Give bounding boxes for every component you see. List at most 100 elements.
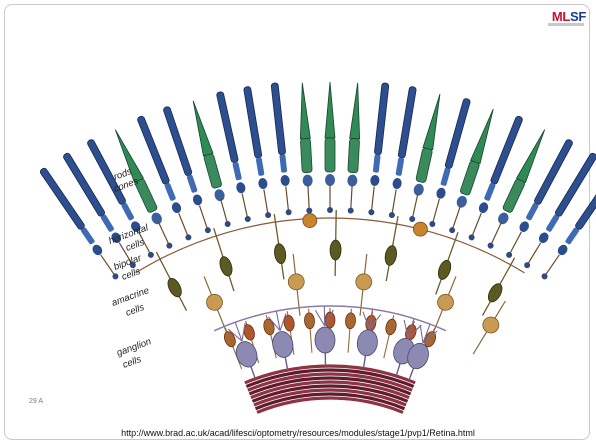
cone-outer-segment — [325, 82, 335, 138]
bipolar-cell — [197, 273, 235, 336]
rod-inner-segment — [232, 162, 242, 181]
synaptic-terminal — [147, 251, 155, 259]
rod-inner-segment — [121, 202, 135, 221]
cell-body — [218, 255, 235, 277]
rod-nucleus — [235, 181, 246, 194]
cone-cell — [325, 82, 335, 213]
rod-nucleus — [518, 220, 531, 234]
rod-nucleus — [280, 174, 290, 186]
rod-inner-segment — [256, 157, 265, 176]
axon — [242, 194, 247, 217]
synaptic-terminal — [429, 220, 436, 227]
rod-outer-segment — [271, 83, 286, 155]
rod-nucleus — [435, 187, 447, 200]
slide-date: 29 A — [29, 398, 43, 405]
rod-nucleus — [392, 177, 403, 189]
cone-nucleus — [150, 211, 164, 226]
axon — [413, 194, 418, 217]
cone-inner-segment — [416, 148, 433, 183]
synaptic-terminal — [409, 215, 416, 222]
cone-outer-segment — [423, 93, 445, 150]
cell-body — [355, 273, 373, 291]
rod-inner-segment — [395, 157, 404, 176]
bipolar-cell — [466, 297, 512, 358]
axon — [392, 189, 396, 213]
cell-body — [262, 318, 275, 336]
cone-outer-segment — [471, 107, 498, 163]
rod-inner-segment — [373, 154, 381, 173]
axon — [179, 213, 188, 235]
bipolar-cell-upper — [303, 214, 317, 228]
cell-body — [273, 243, 287, 264]
cone-nucleus — [213, 188, 226, 202]
horizontal-cell — [330, 210, 342, 276]
synaptic-terminal — [111, 272, 119, 280]
rod-nucleus — [477, 201, 489, 215]
horizontal-cell — [269, 213, 290, 280]
synaptic-terminal — [468, 233, 476, 241]
synaptic-terminal — [348, 207, 354, 213]
cell-body — [486, 281, 505, 304]
cone-inner-segment — [203, 153, 222, 188]
synaptic-terminal — [306, 207, 312, 213]
cone-cell — [346, 82, 363, 213]
cell-body — [304, 312, 315, 329]
amacrine-cell — [304, 308, 317, 353]
rod-outer-segment — [216, 91, 238, 163]
rod-cell — [387, 86, 418, 219]
rod-inner-segment — [164, 182, 176, 201]
rod-outer-segment — [374, 83, 389, 155]
synaptic-terminal — [540, 272, 548, 280]
cell-body — [345, 312, 356, 329]
rod-inner-segment — [440, 167, 451, 186]
rod-nucleus — [537, 231, 550, 245]
synaptic-terminal — [368, 209, 375, 216]
rod-outer-segment — [243, 86, 262, 158]
synaptic-terminal — [265, 212, 272, 219]
cell-body — [287, 273, 305, 291]
cone-outer-segment — [297, 82, 310, 138]
rod-inner-segment — [100, 214, 114, 233]
axon — [308, 185, 309, 209]
rod-inner-segment — [484, 182, 496, 201]
axon — [158, 222, 168, 244]
synaptic-terminal — [505, 251, 513, 259]
axon — [199, 206, 207, 229]
synaptic-terminal — [165, 242, 173, 250]
rod-inner-segment — [545, 214, 559, 233]
cone-inner-segment — [325, 138, 335, 172]
cell-body — [384, 318, 397, 336]
synaptic-terminal — [244, 215, 251, 222]
nerve-fiber-layer — [245, 366, 415, 412]
cell-body — [222, 330, 237, 349]
synaptic-terminal — [204, 226, 212, 234]
cell-body — [356, 328, 380, 357]
cone-cell — [446, 107, 498, 234]
cell-body — [436, 259, 453, 282]
cell-body — [165, 276, 184, 299]
cone-inner-segment — [300, 138, 312, 172]
cone-cell — [297, 82, 314, 213]
rod-inner-segment — [565, 227, 580, 245]
cone-nucleus — [496, 211, 510, 226]
cone-outer-segment — [350, 82, 363, 138]
cell-body — [435, 292, 456, 313]
horizontal-cell — [151, 249, 191, 313]
rod-inner-segment — [186, 174, 197, 193]
axon — [472, 213, 481, 235]
rod-cell — [270, 83, 293, 216]
rod-cell — [242, 86, 273, 219]
axon — [372, 186, 375, 210]
rod-cell — [162, 106, 213, 235]
rod-nucleus — [556, 243, 570, 257]
axon — [264, 189, 268, 213]
rod-nucleus — [370, 174, 380, 186]
cone-inner-segment — [502, 178, 525, 213]
cell-body — [204, 292, 225, 313]
rod-inner-segment — [525, 202, 539, 221]
cell-body — [315, 327, 336, 353]
synaptic-terminal — [224, 220, 231, 227]
axon — [221, 199, 227, 222]
bipolar-cell — [425, 273, 463, 336]
